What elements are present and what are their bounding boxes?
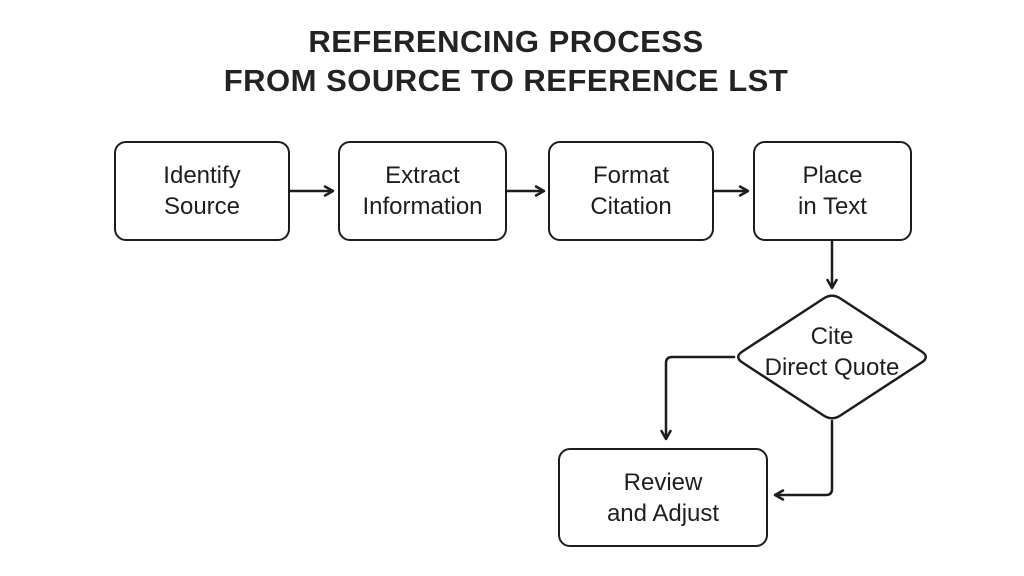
arrow-decision-left-to-review-top: [660, 355, 736, 441]
node-format-citation-label: Format Citation: [590, 162, 672, 220]
node-place-in-text-label: Place in Text: [798, 162, 867, 220]
node-cite-direct-quote-label: Cite Direct Quote: [764, 323, 900, 381]
diagram-title-line1: REFERENCING PROCESS: [308, 24, 704, 59]
node-place-in-text: Place in Text: [753, 141, 912, 241]
node-extract-information: Extract Information: [338, 141, 507, 241]
node-cite-direct-quote: [736, 294, 928, 420]
diagram-title: REFERENCING PROCESS FROM SOURCE TO REFER…: [0, 22, 1012, 100]
node-identify-source-label: Identify Source: [163, 162, 241, 220]
arrow-decision-bottom-to-review-right: [773, 419, 834, 501]
diagram-title-line2: FROM SOURCE TO REFERENCE LST: [223, 63, 789, 98]
node-review-and-adjust: Review and Adjust: [558, 448, 768, 547]
node-extract-information-label: Extract Information: [362, 162, 483, 220]
node-identify-source: Identify Source: [114, 141, 290, 241]
node-format-citation: Format Citation: [548, 141, 714, 241]
node-review-and-adjust-label: Review and Adjust: [606, 468, 720, 527]
